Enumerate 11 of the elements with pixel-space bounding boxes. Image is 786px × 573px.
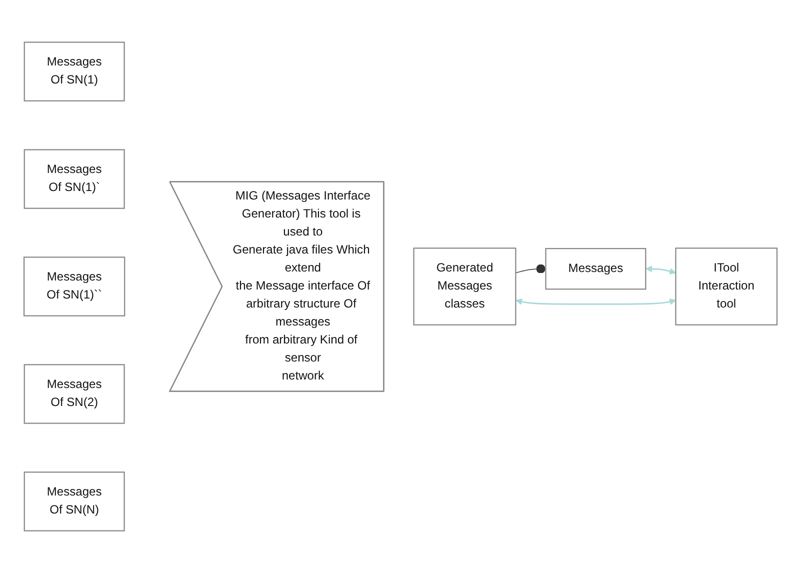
node-box: Generated Messages classes xyxy=(413,248,516,326)
node-box: Messages Of SN(N) xyxy=(24,472,125,532)
node-box: ITool Interaction tool xyxy=(675,248,778,326)
arrow xyxy=(646,266,676,275)
node-box: Messages Of SN(1)`` xyxy=(23,256,126,316)
arrow xyxy=(516,298,676,305)
node-box: Messages Of SN(1) xyxy=(24,42,125,102)
connector xyxy=(515,264,546,274)
node-box: Messages Of SN(2) xyxy=(24,364,125,424)
node-box: Messages Of SN(1)` xyxy=(24,149,125,209)
node-box: Messages xyxy=(545,248,646,290)
